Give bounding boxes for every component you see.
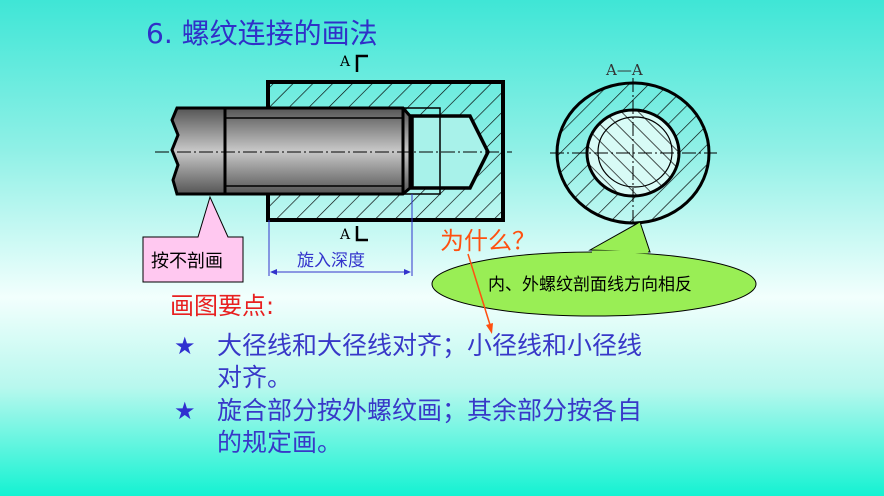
- svg-text:旋入深度: 旋入深度: [297, 251, 365, 271]
- section-mark-bottom: A: [339, 227, 351, 243]
- annotation-arrowhead: [486, 323, 493, 334]
- bullet-1-line-2: 对齐。: [217, 363, 293, 392]
- bolt-shaft: [170, 106, 412, 196]
- engagement-depth-dimension: 旋入深度: [268, 194, 413, 276]
- star-icon: ★: [174, 397, 196, 425]
- annotation-why: 为什么？: [440, 227, 536, 255]
- section-arrow-top: [355, 54, 368, 72]
- key-points-heading: 画图要点:: [170, 292, 275, 320]
- slide-title: 6. 螺纹连接的画法: [146, 17, 378, 50]
- svg-text:A—A: A—A: [605, 61, 643, 79]
- svg-text:内、外螺纹剖面线方向相反: 内、外螺纹剖面线方向相反: [488, 275, 692, 295]
- bullet-2-line-2: 的规定画。: [217, 428, 343, 457]
- star-icon: ★: [174, 332, 196, 360]
- callout-no-section: 按不剖画: [142, 195, 244, 283]
- section-mark-top: A: [339, 54, 351, 70]
- annotation-arrow: [467, 253, 492, 329]
- section-view-a-a: A—A: [550, 61, 717, 228]
- callout-hatch-direction: 内、外螺纹剖面线方向相反: [431, 221, 757, 317]
- section-arrow-bottom: [355, 226, 368, 242]
- svg-text:按不剖画: 按不剖画: [151, 251, 223, 272]
- bullet-1-line-1: 大径线和大径线对齐；小径线和小径线: [217, 331, 643, 360]
- bullet-2-line-1: 旋合部分按外螺纹画；其余部分按各自: [217, 396, 643, 425]
